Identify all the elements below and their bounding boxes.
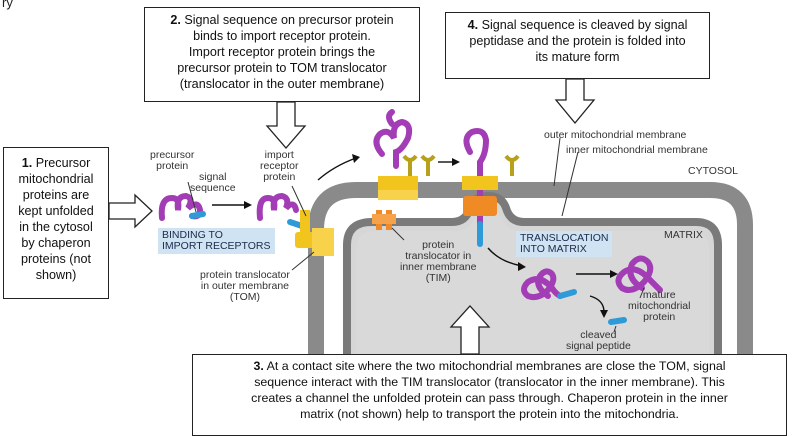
label-cytosol: CYTOSOL bbox=[688, 165, 738, 177]
pointer-signal bbox=[187, 181, 197, 213]
arrow-to-matrix-head bbox=[518, 262, 526, 271]
top-fragment: ry bbox=[2, 0, 13, 10]
arrow-precursor-to-receptor-head bbox=[244, 201, 252, 209]
step3-line-3: matrix (not shown) help to transport the… bbox=[300, 407, 679, 421]
step3-number: 3. bbox=[253, 359, 264, 373]
step2-line-1: binds to import receptor protein. bbox=[193, 29, 371, 43]
pointer-inner-membrane bbox=[561, 151, 579, 217]
tom-translocator-1 bbox=[378, 154, 436, 200]
cleaved-signal-peptide bbox=[608, 317, 627, 325]
step2-line-2: Import receptor protein brings the bbox=[188, 45, 376, 59]
step2-box: 2. Signal sequence on precursor protein … bbox=[144, 7, 420, 102]
protein-at-tom bbox=[373, 109, 413, 169]
tim-translocator-2 bbox=[463, 196, 497, 216]
step2-line-0: Signal sequence on precursor protein bbox=[180, 13, 394, 27]
pointer-tim bbox=[391, 227, 405, 241]
step3-line-0: At a contact site where the two mitochon… bbox=[263, 359, 726, 373]
step1-box: 1. Precursor mitochondrial proteins are … bbox=[3, 147, 109, 299]
protein-in-matrix bbox=[521, 268, 577, 301]
arrow-step3 bbox=[449, 305, 491, 355]
step1-line-7: shown) bbox=[35, 268, 77, 282]
label-inner-membrane: inner mitochondrial membrane bbox=[566, 144, 708, 156]
arrow-step2 bbox=[265, 101, 307, 149]
step2-line-4: (translocator in the outer membrane) bbox=[179, 77, 385, 91]
arrow-to-cleaved-head bbox=[600, 310, 608, 318]
arrow-receptor-to-tom bbox=[317, 157, 357, 181]
step3-box: 3. At a contact site where the two mitoc… bbox=[192, 354, 787, 436]
arrow-tom-to-contact-head bbox=[452, 158, 460, 166]
pointer-cleaved bbox=[613, 325, 617, 333]
step1-line-5: by chaperon bbox=[21, 236, 91, 250]
step4-line-0: Signal sequence is cleaved by signal bbox=[478, 18, 688, 32]
arrow-step1 bbox=[108, 193, 153, 229]
step2-number: 2. bbox=[170, 13, 181, 27]
step1-line-1: mitochondrial bbox=[18, 172, 94, 186]
outer-membrane bbox=[308, 182, 753, 433]
step2-line-3: precursor protein to TOM translocator bbox=[177, 61, 387, 75]
label-outer-membrane: outer mitochondrial membrane bbox=[544, 129, 687, 141]
pointer-mature bbox=[639, 287, 645, 299]
step1-line-6: proteins (not bbox=[20, 252, 91, 266]
step1-line-3: kept unfolded bbox=[18, 204, 94, 218]
pointer-receptor bbox=[291, 185, 307, 217]
import-receptor-left bbox=[295, 210, 334, 256]
tim-translocator-1 bbox=[372, 210, 396, 230]
tom-translocator-2 bbox=[462, 154, 520, 190]
step1-line-0: Precursor bbox=[32, 156, 91, 170]
step4-box: 4. Signal sequence is cleaved by signal … bbox=[445, 12, 710, 79]
protein-through-contact bbox=[463, 128, 490, 247]
step1-line-4: in the cytosol bbox=[19, 220, 93, 234]
pointer-outer-membrane bbox=[553, 137, 561, 187]
precursor-protein-bound bbox=[256, 192, 305, 229]
step3-line-2: creates a channel the unfolded protein c… bbox=[251, 391, 728, 405]
step1-number: 1. bbox=[21, 156, 33, 170]
arrow-to-mature-head bbox=[610, 270, 618, 278]
step4-line-2: its mature form bbox=[535, 50, 620, 64]
step3-line-1: sequence interact with the TIM transloca… bbox=[254, 375, 725, 389]
step4-line-1: peptidase and the protein is folded into bbox=[469, 34, 686, 48]
arrow-receptor-to-tom-head bbox=[352, 154, 360, 163]
precursor-protein-free bbox=[158, 192, 206, 221]
mature-protein bbox=[615, 255, 663, 293]
step1-line-2: proteins are bbox=[22, 188, 90, 202]
step4-number: 4. bbox=[467, 18, 479, 32]
pointer-tom bbox=[291, 251, 315, 271]
arrow-step4 bbox=[554, 78, 596, 125]
label-matrix: MATRIX bbox=[664, 229, 703, 241]
